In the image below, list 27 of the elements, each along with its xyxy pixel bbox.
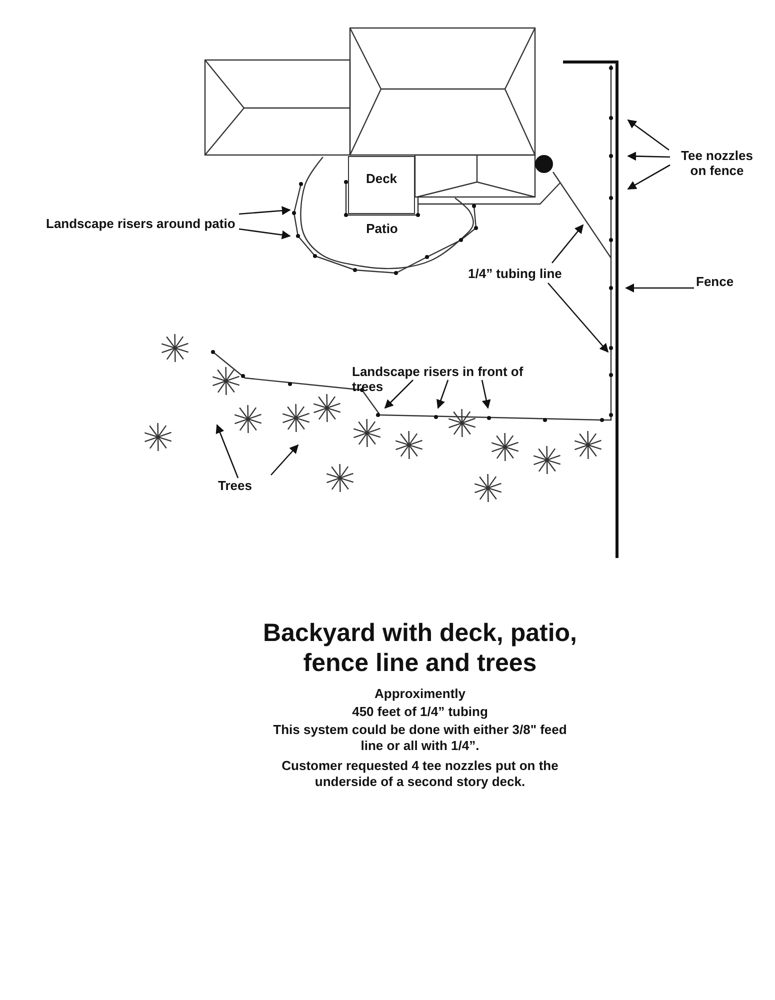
leader-arrow [627,119,670,151]
leader-arrow [384,380,414,409]
area-label: Patio [365,221,399,237]
leader-arrow [625,284,694,292]
callout-text: Landscape risers in front of trees [352,364,557,394]
note-text: This system could be done with either 3/8" feed line or all with 1/4”. [272,722,568,754]
callout-text: Fence [696,274,756,289]
callout-text: Landscape risers around patio [46,216,236,231]
note-text: Customer requested 4 tee nozzles put on the underside of a second story deck. [280,758,560,790]
leader-arrow [270,444,299,476]
leader-arrow [216,424,239,478]
leader-arrow [436,380,449,409]
leader-arrow [481,380,491,409]
leader-arrow [548,282,609,353]
leader-arrow [627,164,670,190]
callout-text: Trees [218,478,268,493]
title: Backyard with deck, patio, fence line and trees [262,618,578,678]
note-text: 450 feet of 1/4” tubing [351,704,489,720]
leader-arrow [238,206,291,216]
note-text: Approximently [373,686,466,702]
deck-label: Deck [366,171,398,186]
deck-box [348,156,415,214]
leader-arrow [552,224,584,264]
callout-text: 1/4” tubing line [468,266,593,281]
leader-arrow [238,228,291,240]
leader-arrow [627,152,670,161]
callout-text: Tee nozzles on fence [672,148,762,178]
